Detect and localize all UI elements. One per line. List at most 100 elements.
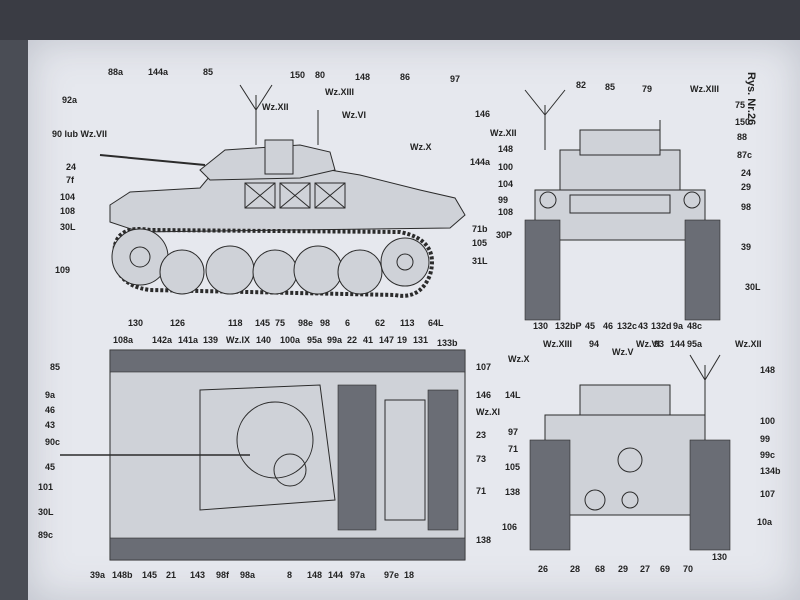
callout-label: 132d (651, 321, 672, 331)
callout-label: 85 (203, 67, 213, 77)
callout-label: 7f (66, 175, 75, 185)
callout-label: 88a (108, 67, 124, 77)
callout-label: 98e (298, 318, 313, 328)
callout-label: Wz.V (612, 347, 634, 357)
callout-label: 71 (476, 486, 486, 496)
callout-label: 108 (498, 207, 513, 217)
callout-label: 97e (384, 570, 399, 580)
callout-label: 71 (508, 444, 518, 454)
callout-label: 30P (496, 230, 512, 240)
callout-label: 98 (320, 318, 330, 328)
callout-label: Wz.IX (226, 335, 250, 345)
callout-label: 101 (38, 482, 53, 492)
callout-label: 46 (603, 321, 613, 331)
callout-label: 106 (502, 522, 517, 532)
callout-label: 133b (437, 338, 458, 348)
callout-label: 24 (741, 168, 751, 178)
callout-label: 105 (505, 462, 520, 472)
callout-label: 80 (315, 70, 325, 80)
callout-label: Wz.XII (735, 339, 762, 349)
callout-label: 18 (404, 570, 414, 580)
callout-label: 68 (595, 564, 605, 574)
callout-label: 9a (673, 321, 684, 331)
callout-label: 92a (62, 95, 78, 105)
callout-label: 95a (687, 339, 703, 349)
callout-label: 95a (307, 335, 323, 345)
callout-label: 138 (505, 487, 520, 497)
callout-label: Wz.XIII (690, 84, 719, 94)
callout-label: 93 (654, 339, 664, 349)
callout-label: 104 (60, 192, 75, 202)
callout-label: 143 (190, 570, 205, 580)
callout-label: Wz.VI (342, 110, 366, 120)
callout-label: 26 (538, 564, 548, 574)
callout-label: 99 (760, 434, 770, 444)
callout-label: 148 (760, 365, 775, 375)
callout-label: 29 (618, 564, 628, 574)
callout-label: 107 (476, 362, 491, 372)
callout-label: 39a (90, 570, 106, 580)
callout-label: 87c (737, 150, 752, 160)
callout-label: 90c (45, 437, 60, 447)
callout-label: 88 (737, 132, 747, 142)
callout-label: 41 (363, 335, 373, 345)
callout-label: 43 (45, 420, 55, 430)
callout-label: 150 (735, 117, 750, 127)
callout-label: 144a (148, 67, 169, 77)
callout-label: 46 (45, 405, 55, 415)
callout-label: 97 (450, 74, 460, 84)
callout-label: 85 (50, 362, 60, 372)
callout-label: 126 (170, 318, 185, 328)
callout-label: 24 (66, 162, 76, 172)
callout-label: 109 (55, 265, 70, 275)
callout-label: 75 (275, 318, 285, 328)
background-table (0, 0, 800, 40)
callout-label: 134b (760, 466, 781, 476)
callout-label: 139 (203, 335, 218, 345)
callout-label: 148 (498, 144, 513, 154)
rear-view-drawing (529, 354, 731, 551)
callout-label: 141a (178, 335, 199, 345)
callout-label: 99a (327, 335, 343, 345)
callout-label: 107 (760, 489, 775, 499)
callout-label: 145 (142, 570, 157, 580)
front-view-drawing (524, 89, 721, 321)
callout-label: 85 (605, 82, 615, 92)
callout-label: 86 (400, 72, 410, 82)
callout-label: Wz.XIII (325, 87, 354, 97)
callout-label: 144 (328, 570, 343, 580)
callout-label: 28 (570, 564, 580, 574)
callout-label: 100a (280, 335, 301, 345)
callout-label: 100 (760, 416, 775, 426)
callout-label: 10a (757, 517, 773, 527)
callout-label: 30L (745, 282, 761, 292)
callout-label: Wz.X (508, 354, 530, 364)
callout-label: 148 (307, 570, 322, 580)
callout-label: 43 (638, 321, 648, 331)
callout-label: 23 (476, 430, 486, 440)
callout-label: 75 (735, 100, 745, 110)
callout-label: 31L (472, 256, 488, 266)
callout-label: 140 (256, 335, 271, 345)
callout-label: 118 (228, 318, 243, 328)
callout-label: Wz.XIII (543, 339, 572, 349)
callout-label: 142a (152, 335, 173, 345)
callout-label: 69 (660, 564, 670, 574)
callout-label: 99 (498, 195, 508, 205)
callout-label: 14L (505, 390, 521, 400)
callout-label: 64L (428, 318, 444, 328)
callout-label: 45 (45, 462, 55, 472)
callout-label: Wz.XII (490, 128, 517, 138)
callout-label: 29 (741, 182, 751, 192)
callout-label: 130 (533, 321, 548, 331)
callout-label: 145 (255, 318, 270, 328)
callout-label: Wz.VI (636, 339, 660, 349)
callout-label: 90 lub Wz.VII (52, 129, 107, 139)
side-view-drawing (99, 84, 466, 298)
callout-label: 113 (400, 318, 415, 328)
callout-label: 148b (112, 570, 133, 580)
callout-label: 97a (350, 570, 366, 580)
callout-label: 21 (166, 570, 176, 580)
